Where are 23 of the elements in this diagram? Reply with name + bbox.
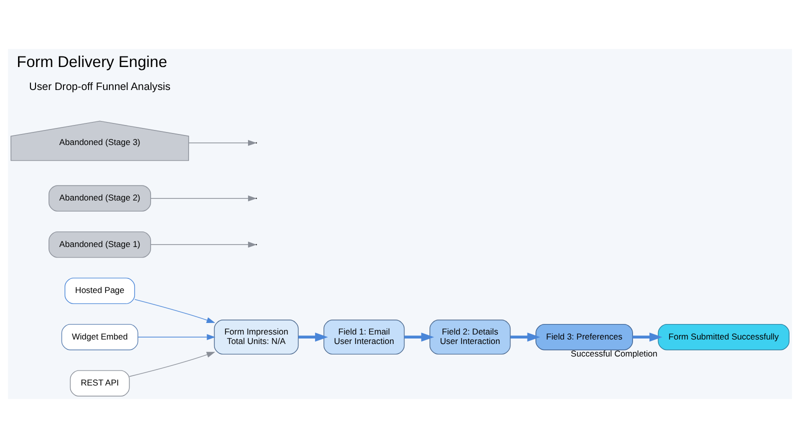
node-box: Widget Embed (61, 323, 138, 350)
arrow (150, 241, 257, 248)
node-box: REST API (70, 370, 130, 396)
node-box: Abandoned (Stage 1) (48, 230, 152, 258)
node-box: Hosted Page (64, 277, 136, 304)
node-box: Form Impression Total Units: N/A (214, 319, 299, 354)
node-box: Field 2: Details User Interaction (430, 319, 511, 354)
arrow (632, 332, 662, 342)
arrow (188, 139, 257, 146)
arrow (510, 332, 540, 342)
node-box: Field 1: Email User Interaction (324, 319, 405, 354)
arrow (129, 351, 216, 376)
diagram-title: Form Delivery Engine (16, 54, 168, 71)
node-box: Field 3: Preferences (536, 323, 633, 350)
node-box: Abandoned (Stage 2) (48, 184, 152, 212)
node-label: Successful Completion (570, 348, 658, 358)
arrow (150, 194, 257, 201)
arrow (404, 332, 434, 342)
node-box: Form Submitted Successfully (658, 323, 790, 350)
label: User Drop-off Funnel Analysis (29, 80, 170, 92)
arrow (134, 298, 216, 322)
arrow (138, 334, 216, 340)
arrow (298, 332, 328, 342)
